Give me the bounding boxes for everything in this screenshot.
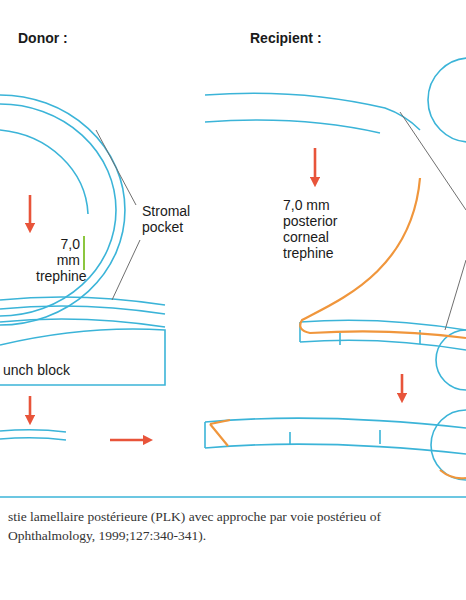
donor-lenticule bbox=[0, 430, 66, 440]
graft-interface bbox=[205, 422, 380, 448]
donor-cornea-outer bbox=[0, 95, 125, 325]
donor-cornea-block-2 bbox=[0, 306, 165, 314]
step-arrow bbox=[314, 148, 317, 182]
leader-line bbox=[400, 112, 466, 210]
part-label: Stromal pocket bbox=[142, 203, 222, 235]
donor-stromal-pocket bbox=[0, 130, 88, 214]
recipient-cornea-outer bbox=[205, 93, 420, 130]
recipient-cornea-mid-inner bbox=[300, 340, 466, 350]
step-arrow bbox=[29, 396, 32, 420]
step-arrow bbox=[29, 195, 32, 228]
punch-block bbox=[0, 329, 165, 385]
graft-edge bbox=[210, 420, 230, 446]
trephine-mark bbox=[83, 236, 85, 270]
donor-cornea-block-3 bbox=[0, 319, 165, 327]
graft-edge bbox=[440, 470, 466, 478]
eye-globe bbox=[428, 58, 466, 142]
eye-globe bbox=[431, 410, 466, 480]
dimension-label: 7,0 mm trephine bbox=[36, 236, 80, 284]
leader-line bbox=[112, 240, 140, 300]
step-arrow bbox=[401, 374, 404, 398]
leader-line bbox=[96, 130, 136, 205]
step-arrow bbox=[110, 439, 148, 442]
recipient-cornea-final-inner bbox=[205, 444, 466, 454]
figure-caption: stie lamellaire postérieure (PLK) avec a… bbox=[8, 507, 438, 545]
recipient-cornea-final-outer bbox=[205, 418, 466, 428]
leader-line bbox=[445, 260, 466, 330]
eye-globe bbox=[436, 330, 466, 390]
caption-rule bbox=[0, 496, 466, 497]
recipient-cornea-mid-outer bbox=[300, 320, 466, 330]
dimension-label: 7,0 mm posterior corneal trephine bbox=[283, 197, 363, 261]
section-heading: Recipient : bbox=[250, 30, 400, 46]
section-heading: Donor : bbox=[18, 30, 138, 46]
part-label: unch block bbox=[3, 362, 123, 378]
donor-cornea-block-1 bbox=[0, 297, 165, 305]
recipient-cornea-inner bbox=[205, 120, 380, 133]
